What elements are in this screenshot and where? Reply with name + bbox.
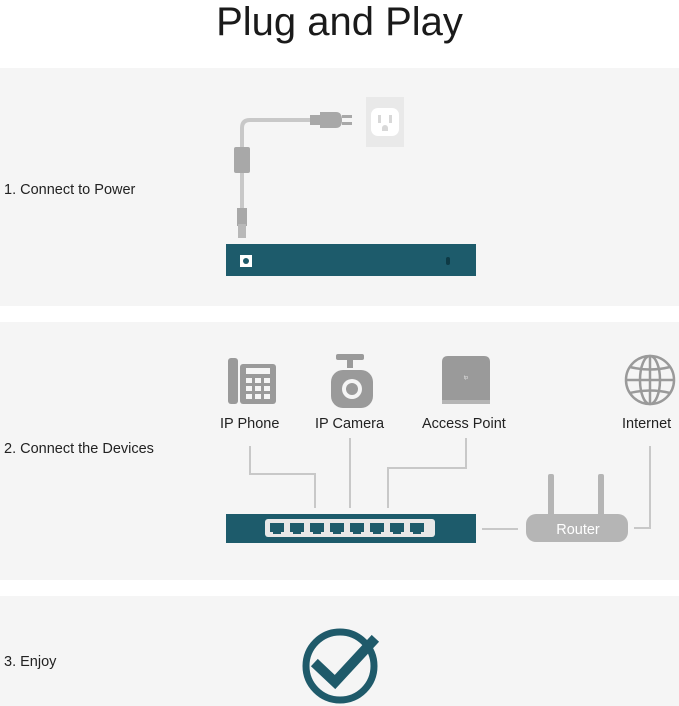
- ip-phone-icon: [228, 358, 276, 404]
- page-title: Plug and Play: [216, 0, 463, 44]
- step-1-label: 1. Connect to Power: [4, 182, 136, 198]
- step-3-label: 3. Enjoy: [4, 654, 57, 670]
- access-point-label: Access Point: [422, 416, 506, 432]
- step-2-label: 2. Connect the Devices: [4, 441, 154, 457]
- power-diagram: [226, 97, 476, 276]
- ethernet-port: [390, 523, 404, 534]
- wall-outlet-icon: [366, 97, 404, 147]
- enjoy-diagram: [302, 628, 380, 704]
- router-icon: [526, 474, 628, 542]
- ethernet-port: [310, 523, 324, 534]
- connection-lines: [249, 438, 651, 530]
- switch-rear-panel: [226, 244, 476, 276]
- step-3-panel: 3. Enjoy: [0, 596, 679, 706]
- step-2-panel: 2. Connect the Devices IP Phone IP Camer…: [0, 322, 679, 580]
- step-1-panel: 1. Connect to Power: [0, 68, 679, 306]
- internet-label: Internet: [622, 416, 672, 432]
- svg-text:tp: tp: [464, 375, 468, 381]
- ip-phone-label: IP Phone: [220, 416, 280, 432]
- ethernet-ports: [270, 523, 424, 534]
- devices-diagram: tp Router: [226, 354, 676, 543]
- ethernet-port: [290, 523, 304, 534]
- ip-camera-label: IP Camera: [315, 416, 385, 432]
- router-label: Router: [556, 522, 600, 538]
- ethernet-port: [270, 523, 284, 534]
- checkmark-circle-icon: [302, 628, 380, 704]
- ip-camera-icon: [331, 354, 373, 408]
- ethernet-port: [370, 523, 384, 534]
- access-point-icon: tp: [442, 356, 490, 404]
- globe-icon: [624, 354, 676, 406]
- ethernet-port: [350, 523, 364, 534]
- ethernet-port: [410, 523, 424, 534]
- power-plug-icon: [234, 112, 352, 238]
- ethernet-port: [330, 523, 344, 534]
